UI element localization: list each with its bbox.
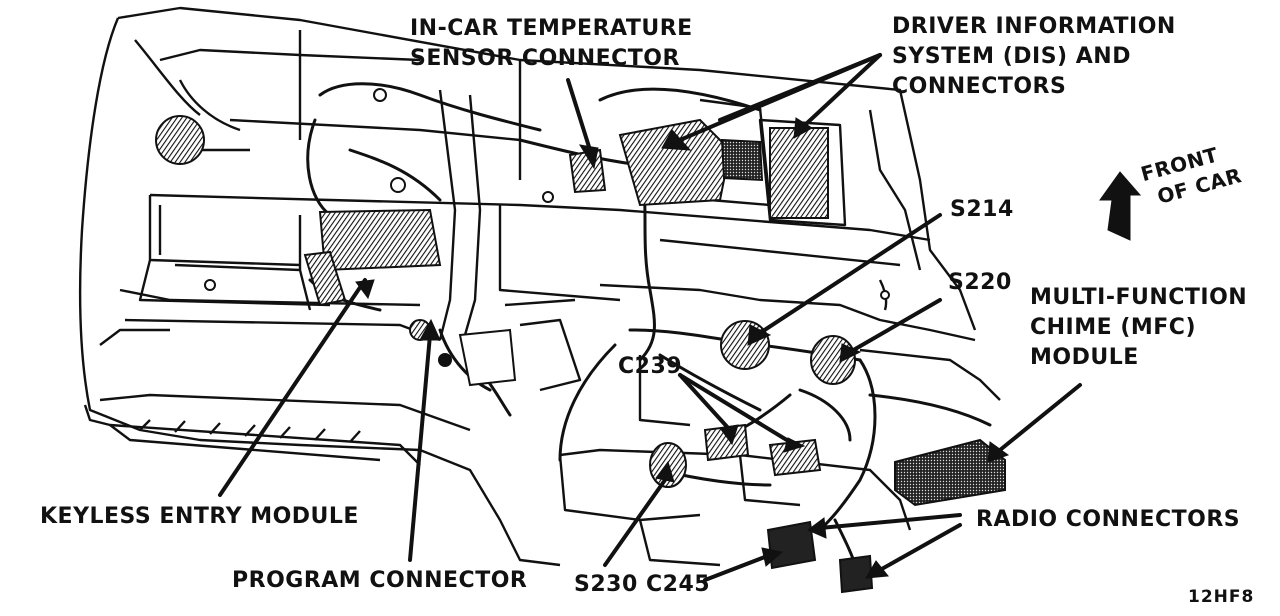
label-s214: S214 — [950, 197, 1014, 222]
splice-s220 — [810, 335, 856, 385]
label-s220: S220 — [948, 270, 1012, 295]
radio-connector-c245 — [766, 520, 817, 570]
instrument-panel-frame — [78, 6, 1001, 567]
label-program-connector: PROGRAM CONNECTOR — [232, 568, 528, 593]
label-multi-function-chime-module: MULTI-FUNCTION CHIME (MFC) MODULE — [1030, 285, 1248, 370]
label-in-car-temperature-sensor: IN-CAR TEMPERATURE SENSOR CONNECTOR — [410, 16, 693, 71]
label-s230: S230 — [574, 572, 638, 597]
label-keyless-entry-module: KEYLESS ENTRY MODULE — [40, 504, 359, 529]
front-of-car-arrow — [1099, 171, 1142, 241]
connector-c239-b — [768, 438, 822, 477]
keyless-entry-module — [318, 208, 442, 272]
label-c245: C245 — [646, 572, 711, 597]
mfc-module — [894, 438, 1006, 507]
radio-connector-b — [838, 554, 874, 594]
leader-arrows — [218, 53, 1142, 582]
label-radio-connectors: RADIO CONNECTORS — [976, 507, 1241, 532]
splice-s214 — [720, 320, 770, 370]
fasteners — [155, 88, 890, 300]
label-driver-information-system: DRIVER INFORMATION SYSTEM (DIS) AND CONN… — [892, 14, 1176, 99]
figure-code: 12HF8 — [1188, 587, 1255, 607]
dis-module — [769, 127, 829, 219]
label-c239: C239 — [618, 354, 683, 379]
